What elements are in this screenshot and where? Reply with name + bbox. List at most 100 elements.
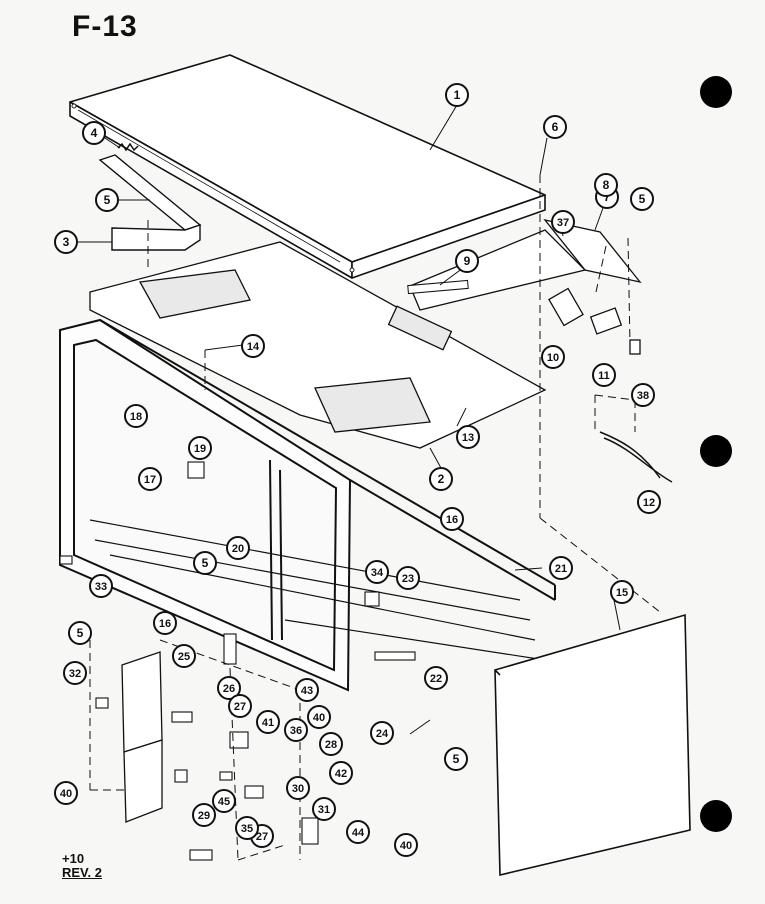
callout-circle: [217, 676, 241, 700]
callout-30: 30: [286, 776, 310, 800]
callout-circle: [63, 661, 87, 685]
callout-circle: [138, 467, 162, 491]
callout-5: 5: [193, 551, 217, 575]
callout-label: 41: [262, 717, 274, 729]
callout-label: 5: [77, 626, 84, 640]
callout-41: 41: [256, 710, 280, 734]
callout-33: 33: [89, 574, 113, 598]
callout-label: 3: [63, 235, 70, 249]
callout-circle: [329, 761, 353, 785]
callout-44: 44: [346, 820, 370, 844]
callout-circle: [445, 83, 469, 107]
cable-assembly: [599, 431, 673, 483]
callout-label: 5: [639, 192, 646, 206]
callout-circle: [551, 210, 575, 234]
callout-label: 16: [159, 618, 171, 630]
callout-circle: [212, 789, 236, 813]
callout-circle: [193, 551, 217, 575]
callout-19: 19: [188, 436, 212, 460]
callout-label: 43: [301, 685, 313, 697]
angle-bracket: [98, 154, 202, 251]
callout-label: 25: [178, 651, 190, 663]
callout-5: 5: [68, 621, 92, 645]
callout-label: 8: [603, 178, 610, 192]
callout-12: 12: [637, 490, 661, 514]
spring-clip: [117, 142, 139, 152]
callout-circle: [68, 621, 92, 645]
callout-circle: [95, 188, 119, 212]
callout-23: 23: [396, 566, 420, 590]
callout-label: 21: [555, 563, 567, 575]
callout-label: 40: [400, 840, 412, 852]
callout-circle: [172, 644, 196, 668]
callout-45: 45: [212, 789, 236, 813]
shield-plate: [89, 241, 547, 449]
callout-43: 43: [295, 678, 319, 702]
callout-circle: [370, 721, 394, 745]
callout-circle: [549, 556, 573, 580]
callout-label: 24: [376, 728, 389, 740]
callout-label: 27: [234, 701, 246, 713]
callout-circle: [192, 803, 216, 827]
callout-circle: [256, 710, 280, 734]
callout-14: 14: [241, 334, 265, 358]
callout-label: 17: [144, 474, 156, 486]
callout-label: 40: [60, 788, 72, 800]
figure-title: F-13: [72, 10, 138, 43]
callout-circle: [610, 580, 634, 604]
callout-13: 13: [456, 425, 480, 449]
revision-label: REV. 2: [62, 865, 102, 880]
callout-24: 24: [370, 721, 394, 745]
binder-hole-top: [700, 76, 732, 108]
callout-label: 14: [247, 341, 260, 353]
callout-25: 25: [172, 644, 196, 668]
callout-circle: [228, 694, 252, 718]
callout-label: 11: [598, 370, 610, 382]
callout-circle: [440, 507, 464, 531]
callout-28: 28: [319, 732, 343, 756]
callout-3: 3: [54, 230, 78, 254]
callout-label: 44: [352, 827, 365, 839]
callout-circle: [594, 173, 618, 197]
callout-label: 19: [194, 443, 206, 455]
callout-37: 37: [551, 210, 575, 234]
callout-5: 5: [444, 747, 468, 771]
callout-circle: [630, 187, 654, 211]
callout-circle: [541, 345, 565, 369]
label-strip: [407, 279, 469, 295]
callout-label: 9: [464, 254, 471, 268]
callout-label: 10: [547, 352, 559, 364]
callout-label: 42: [335, 768, 347, 780]
callout-4: 4: [82, 121, 106, 145]
callout-32: 32: [63, 661, 87, 685]
callout-circle: [235, 816, 259, 840]
callout-label: 18: [130, 411, 142, 423]
callout-circle: [424, 666, 448, 690]
callout-40: 40: [54, 781, 78, 805]
callout-1: 1: [445, 83, 469, 107]
callout-circle: [286, 776, 310, 800]
callout-6: 6: [543, 115, 567, 139]
callout-5: 5: [630, 187, 654, 211]
callout-31: 31: [312, 797, 336, 821]
callout-2: 2: [429, 467, 453, 491]
callout-label: 12: [643, 497, 655, 509]
callout-circle: [631, 383, 655, 407]
binder-hole-middle: [700, 435, 732, 467]
callout-circle: [89, 574, 113, 598]
callout-label: 16: [446, 514, 458, 526]
callout-label: 23: [402, 573, 414, 585]
callout-label: 36: [290, 725, 302, 737]
callout-label: 20: [232, 543, 244, 555]
callout-circle: [124, 404, 148, 428]
callout-label: 6: [552, 120, 559, 134]
callout-label: 2: [438, 472, 445, 486]
callout-9: 9: [455, 249, 479, 273]
callout-circle: [284, 718, 308, 742]
small-parts: [59, 461, 416, 861]
callout-15: 15: [610, 580, 634, 604]
callout-circle: [365, 560, 389, 584]
callout-42: 42: [329, 761, 353, 785]
